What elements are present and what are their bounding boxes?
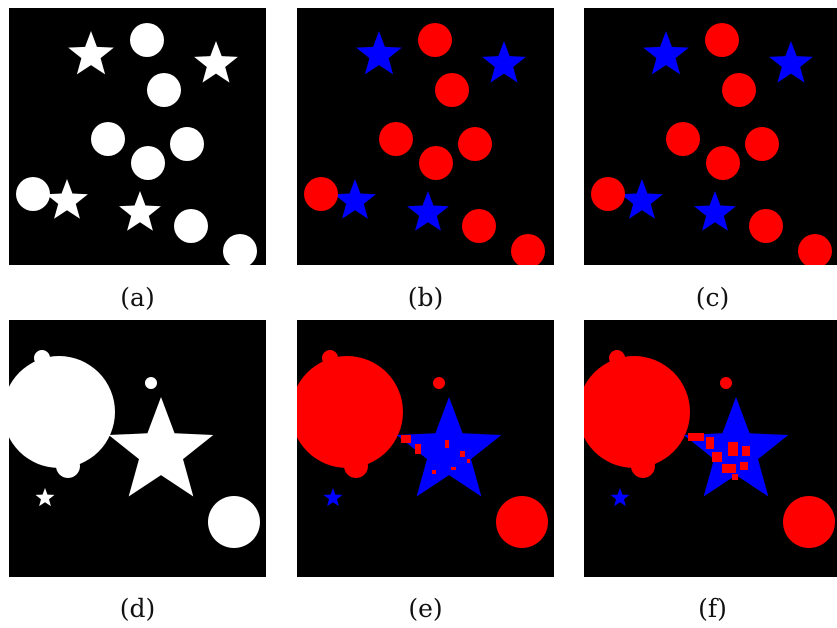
panel-f-segmentation bbox=[584, 320, 837, 577]
caption-b: (b) bbox=[407, 283, 444, 312]
caption-e: (e) bbox=[408, 594, 443, 623]
panel-b-segmentation bbox=[297, 8, 554, 265]
caption-a: (a) bbox=[120, 283, 155, 312]
caption-c: (c) bbox=[695, 283, 730, 312]
panel-e-segmentation bbox=[297, 320, 554, 577]
panel-a-input-shapes bbox=[9, 8, 266, 265]
panel-d-input-shapes bbox=[9, 320, 266, 577]
caption-d: (d) bbox=[119, 594, 156, 623]
caption-f: (f) bbox=[698, 594, 727, 623]
panel-c-segmentation bbox=[584, 8, 837, 265]
